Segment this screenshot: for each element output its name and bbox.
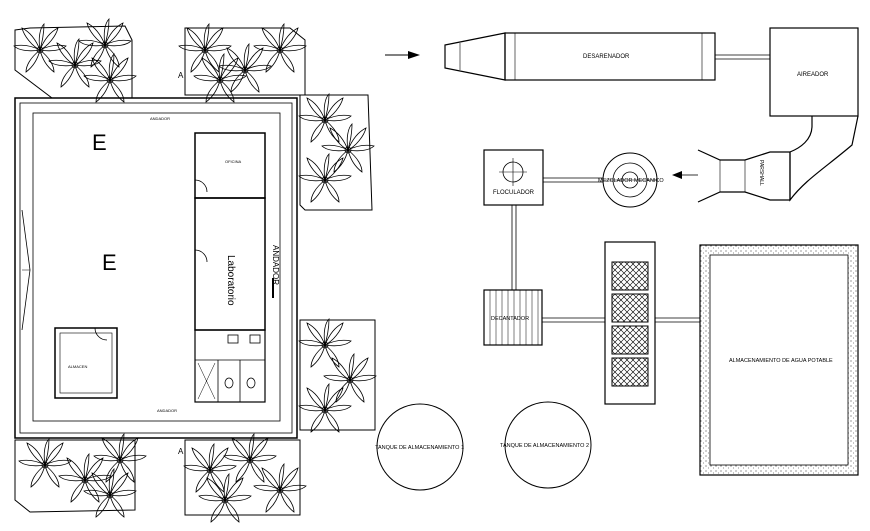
tank-1-label: TANQUE DE ALMACENAMIENTO 1 xyxy=(375,445,464,451)
section-mark-top: A xyxy=(178,71,184,80)
pipes xyxy=(511,177,700,323)
tank-2-label: TANQUE DE ALMACENAMIENTO 2 xyxy=(500,443,589,449)
aerator-label: AIREADOR xyxy=(797,72,829,78)
mixer-unit: MEZCLADOR MECANICO xyxy=(598,152,664,208)
restroom xyxy=(194,329,266,403)
filter-bank xyxy=(604,241,656,405)
laboratory-label: Laboratorio xyxy=(225,255,236,306)
walkway-right-label: ANDADOR xyxy=(271,245,280,285)
office-label: OFICINA xyxy=(225,159,242,164)
flocculator-unit: FLOCULADOR xyxy=(483,149,544,206)
decanter-unit: DECANTADOR xyxy=(483,289,543,346)
building-walls xyxy=(14,97,298,439)
zone-mark-1: E xyxy=(92,130,107,155)
parshall-channel: PARSHALL xyxy=(672,115,859,203)
decanter-label: DECANTADOR xyxy=(491,316,529,322)
desander-unit: DESARENADOR xyxy=(444,32,770,81)
potable-storage-label: ALMACENAMIENTO DE AGUA POTABLE xyxy=(729,358,833,364)
planter-right-lower xyxy=(298,318,377,433)
zone-mark-2: E xyxy=(102,250,117,275)
planter-top-right xyxy=(178,23,307,103)
flow-arrow xyxy=(385,51,420,59)
storage-label: ALMACEN xyxy=(68,364,87,369)
potable-storage-unit: ALMACENAMIENTO DE AGUA POTABLE xyxy=(699,244,859,476)
tank-1: TANQUE DE ALMACENAMIENTO 1 xyxy=(375,403,464,491)
office-room xyxy=(194,132,266,199)
tank-2: TANQUE DE ALMACENAMIENTO 2 xyxy=(500,401,592,489)
mixer-label: MEZCLADOR MECANICO xyxy=(598,178,664,184)
aerator-unit: AIREADOR xyxy=(769,27,859,117)
planter-right-upper xyxy=(298,93,375,211)
flocculator-label: FLOCULADOR xyxy=(493,190,535,196)
building-group: A A xyxy=(13,18,377,523)
section-mark-bottom: A xyxy=(178,447,184,456)
walkway-bottom-label: ANDADOR xyxy=(157,408,177,413)
desander-label: DESARENADOR xyxy=(583,54,630,60)
storage-room xyxy=(54,327,118,399)
planter-bottom-right xyxy=(183,433,307,523)
planter-top-left xyxy=(13,18,137,103)
parshall-label: PARSHALL xyxy=(758,160,764,186)
planter-bottom-left xyxy=(14,433,147,518)
walkway-top-label: ANDADOR xyxy=(150,116,170,121)
